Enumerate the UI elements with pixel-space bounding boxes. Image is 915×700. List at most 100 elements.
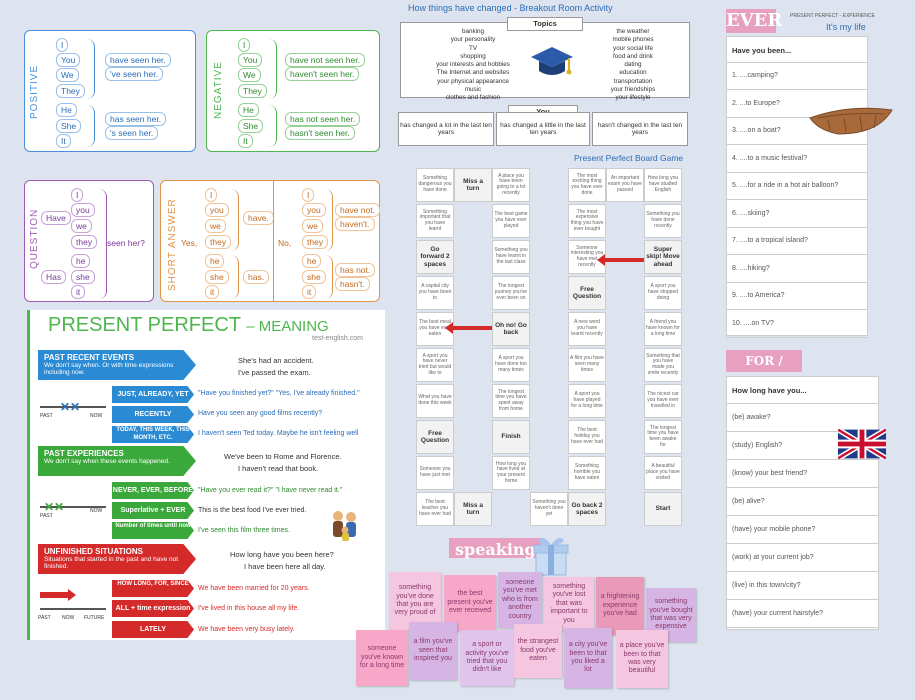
negative-top-short: haven't seen her. [285,67,360,81]
past-exp-ex2: I haven't read that book. [238,464,319,473]
tag-example: We have been very busy lately. [198,626,295,633]
board-cell: Super skip! Move ahead [644,240,682,274]
board-cell: The most expensive thing you have ever b… [568,204,606,238]
forsince-question: (live) in this town/city? [726,572,879,600]
timeline-now-label: NOW [90,413,103,419]
board-cell: Free Question [416,420,454,454]
forsince-question: (work) at your current job? [726,544,879,572]
ever-question: 10. ....on TV? [726,311,868,338]
tag-example: I've seen this film three times. [198,527,290,534]
pronoun: You [56,53,81,67]
question-end: seen her? [107,238,145,248]
pronoun: it [205,285,220,299]
negative-panel: NEGATIVE I You We They have not seen her… [206,30,380,152]
board-cell: The most exciting thing you have ever do… [568,168,606,202]
pronoun: It [238,134,253,148]
ever-question: 8. ....hiking? [726,256,868,283]
positive-bottom-short: 's seen her. [105,126,159,140]
board-cell: Something that you have made you smile r… [644,348,682,382]
tag-example: This is the best food I've ever tried. [198,507,307,514]
positive-bottom-long: has seen her. [105,112,167,126]
tag-recently: RECENTLY [112,406,194,423]
tag-example: "Have you ever read it?" "I have never r… [198,487,343,494]
graduation-cap-icon [529,41,575,81]
pronoun: You [238,53,263,67]
tag-example: Have you seen any good films recently? [198,410,323,417]
forsince-question: (study) English? [726,432,879,460]
board-cell: A sport you have done too many times [492,348,530,382]
board-cell: Something you haven't done yet [530,492,568,526]
pronoun: she [302,270,326,284]
ever-question: 5. ....for a ride in a hot air balloon? [726,173,868,200]
no-have-long: have not. [335,203,380,217]
speaking-note: a place you've been to that was very bea… [616,630,668,688]
past-recent-ex1: She's had an accident. [238,356,314,365]
no-has-short: hasn't. [335,277,370,291]
pronoun: They [238,84,267,98]
tag-never-ever: NEVER, EVER, BEFORE [112,482,194,499]
board-title: Present Perfect Board Game [574,153,684,163]
pronoun: He [238,103,259,117]
pronoun: it [302,285,317,299]
pronoun: he [205,254,225,268]
board-cell: How long you have studied English [644,168,682,202]
board-cell: The best teacher you have ever had [416,492,454,526]
past-exp-heading: PAST EXPERIENCES We don't say when these… [38,446,196,476]
tag-number-times: Number of times until now [112,522,194,539]
board-cell: A beautiful place you have visited [644,456,682,490]
timeline-past-label: PAST [40,513,53,519]
board-cell: A capital city you have been to [416,276,454,310]
meaning-panel: PRESENT PERFECT – MEANING test-english.c… [27,310,385,640]
forsince-question: (know) your best friend? [726,460,879,488]
timeline-unfinished [40,608,106,610]
board-cell: The best game you have ever played [492,204,530,238]
forsince-question: (have) your mobile phone? [726,516,879,544]
board-cell: The nicest car you have ever travelled i… [644,384,682,418]
ever-question: 1. ....camping? [726,63,868,90]
ever-header: Have you been... [726,36,868,63]
ever-question: 7. ....to a tropical island? [726,228,868,255]
board-cell: A sport you have stopped doing [644,276,682,310]
positive-top-short: 've seen her. [105,67,163,81]
pronoun: she [71,270,95,284]
pronoun: I [71,188,84,202]
forsince-title: FOR / SINCE [726,350,802,390]
board-cell: The best holiday you have ever had [568,420,606,454]
timeline-recent [40,406,106,408]
option-box: hasn't changed in the last ten years [592,112,688,146]
board-cell: Free Question [568,276,606,310]
tag-example: We have been married for 20 years. [198,585,310,592]
option-box: has changed a little in the last ten yea… [496,112,590,146]
pronoun: it [71,285,86,299]
x-mark-icon: ✕✕ [60,400,81,414]
short-answer-panel: SHORT ANSWER Yes, I you we they he she i… [160,180,380,302]
ever-question: 9. ....to America? [726,283,868,310]
site-label: test-english.com [312,335,363,342]
tag-example: "Have you finished yet?" "Yes, I've alre… [198,390,360,397]
pronoun: We [238,68,261,82]
pronoun: she [205,270,229,284]
ever-question: 4. ....to a music festival? [726,146,868,173]
speaking-note: something you've done that you are very … [389,572,441,630]
question-panel: QUESTION Have Has I you we they he she i… [24,180,154,302]
past-exp-ex1: We've been to Rome and Florence. [224,452,342,461]
pronoun: They [56,84,85,98]
no-has-long: has not. [335,263,376,277]
forsince-question: (be) alive? [726,488,879,516]
ever-list [726,36,868,336]
question-has: Has [41,270,67,284]
timeline-now-label: NOW [62,615,75,621]
board-cell: A new word you have learnt recently [568,312,606,346]
speaking-note: a frightening experience you've had [596,577,644,635]
negative-bottom-long: has not seen her. [285,112,361,126]
timeline-past-label: PAST [40,413,53,419]
pronoun: you [71,203,95,217]
board-cell: Finish [492,420,530,454]
board-cell: The best meal you have ever eaten [416,312,454,346]
speaking-note: a sport or activity you've tried that yo… [460,630,514,686]
tag-lately: LATELY [112,621,194,638]
ever-question: 2. ...to Europe? [726,91,868,118]
forsince-question: (be) awake? [726,404,879,432]
